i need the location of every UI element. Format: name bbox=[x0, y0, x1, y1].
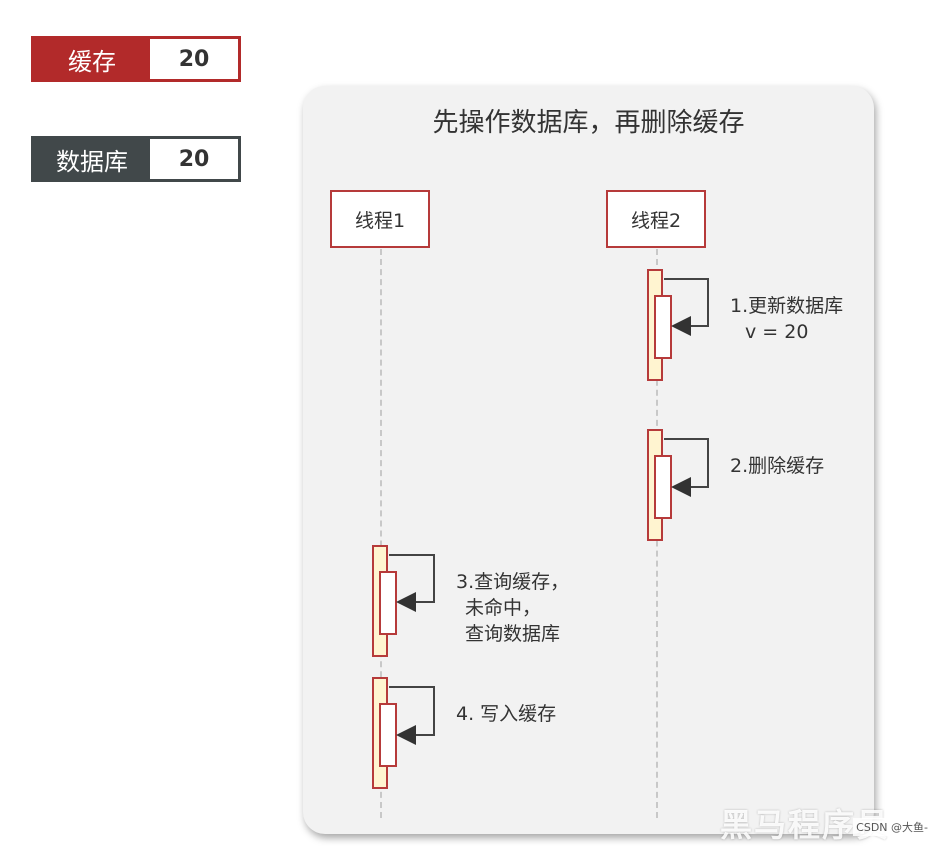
step-1-line-2: v = 20 bbox=[745, 321, 809, 343]
step-3-label: 3.查询缓存， 未命中， 查询数据库 bbox=[456, 569, 569, 647]
step-4-line-1: 4. 写入缓存 bbox=[456, 703, 557, 725]
step-1-line-1: 1.更新数据库 bbox=[730, 295, 844, 317]
arrow-step1 bbox=[664, 278, 709, 336]
step-4-label: 4. 写入缓存 bbox=[456, 701, 556, 727]
step-2-line-1: 2.删除缓存 bbox=[730, 455, 825, 477]
step-3-line-3: 查询数据库 bbox=[465, 623, 561, 645]
database-label: 数据库 bbox=[34, 139, 150, 179]
database-value-box: 数据库 20 bbox=[31, 136, 241, 182]
cache-value-box: 缓存 20 bbox=[31, 36, 241, 82]
step-2-label: 2.删除缓存 bbox=[730, 453, 824, 479]
actor-thread-1: 线程1 bbox=[330, 190, 430, 248]
step-3-line-2: 未命中， bbox=[465, 597, 542, 619]
csdn-watermark: CSDN @大鱼- bbox=[853, 818, 931, 836]
diagram-title: 先操作数据库，再删除缓存 bbox=[432, 108, 745, 138]
actor-thread-2: 线程2 bbox=[606, 190, 706, 248]
arrow-step4 bbox=[389, 686, 435, 745]
lifeline-thread-1 bbox=[380, 249, 382, 818]
cache-value: 20 bbox=[150, 39, 238, 79]
database-value: 20 bbox=[150, 139, 238, 179]
sequence-diagram-panel: 先操作数据库，再删除缓存 线程1 线程2 1.更新数据库 v = 20 2.删除… bbox=[303, 86, 874, 834]
step-3-line-1: 3.查询缓存， bbox=[456, 571, 570, 593]
self-call-arrows bbox=[389, 278, 709, 745]
arrow-step2 bbox=[664, 438, 709, 497]
arrow-step3 bbox=[389, 554, 435, 612]
step-1-label: 1.更新数据库 v = 20 bbox=[730, 293, 843, 345]
cache-label: 缓存 bbox=[34, 39, 150, 79]
